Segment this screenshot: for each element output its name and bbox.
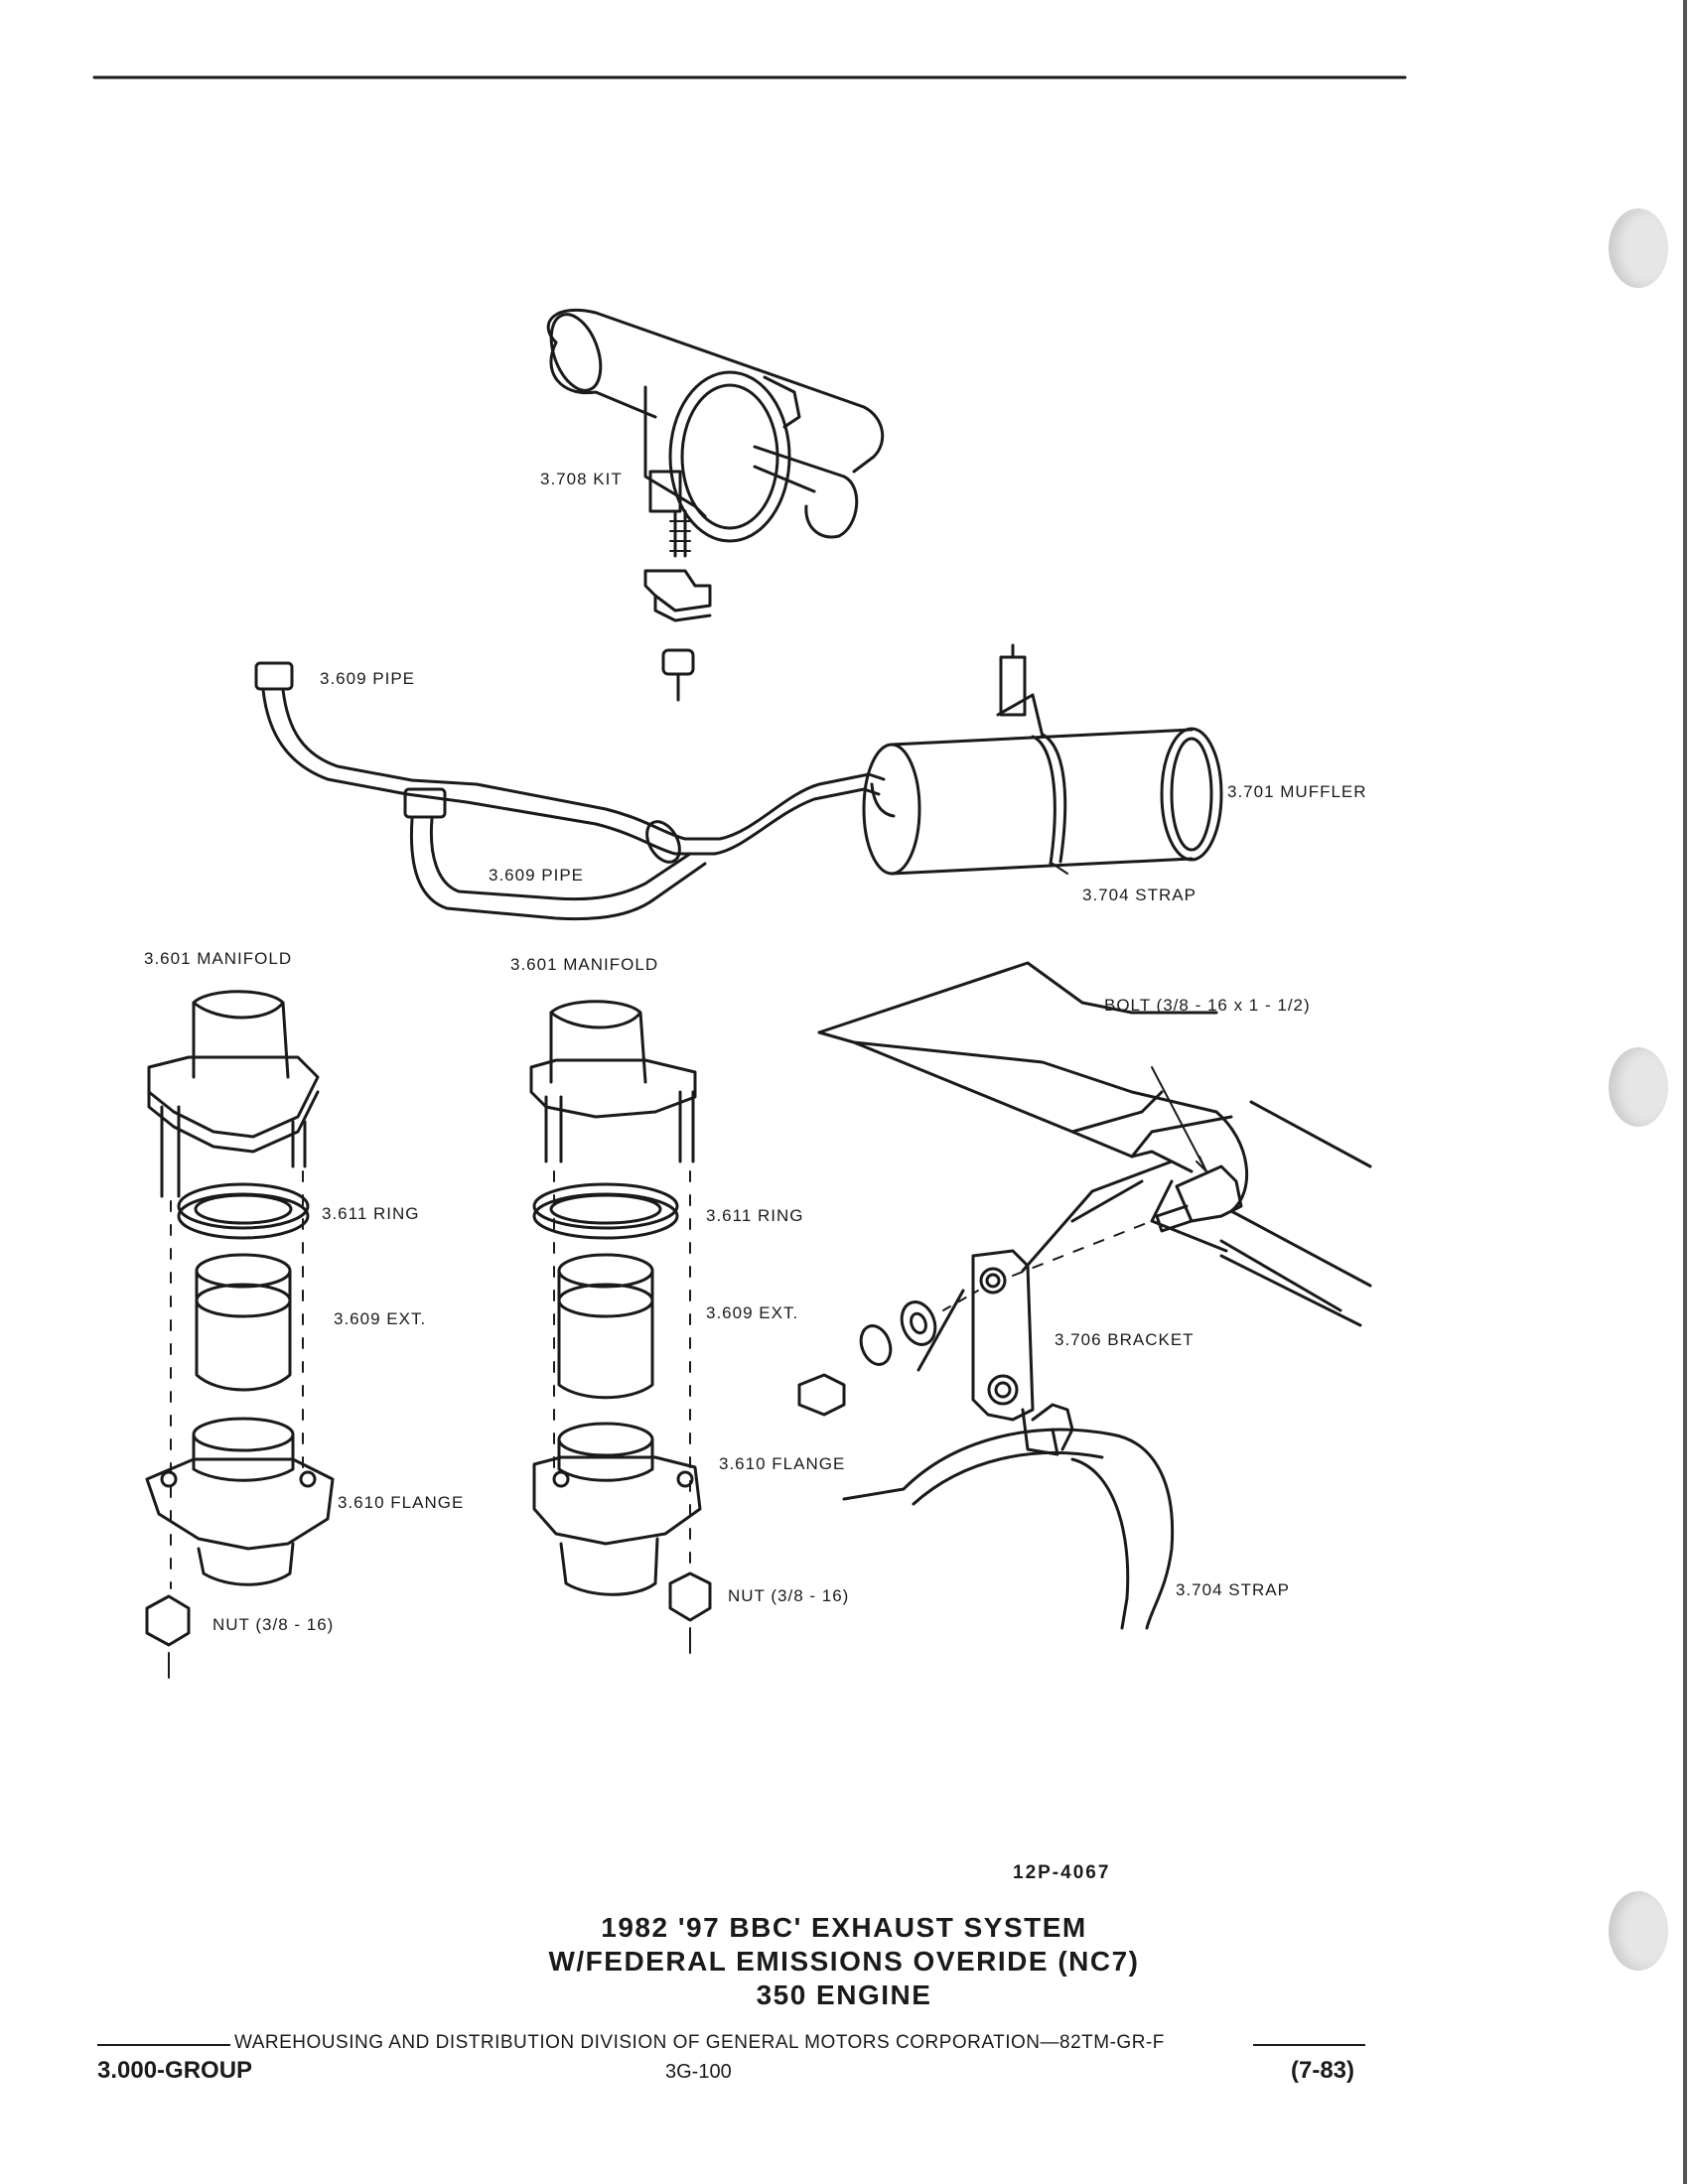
label-nut-left: NUT (3/8 - 16) [212, 1615, 335, 1634]
label-flange-left: 3.610 FLANGE [338, 1493, 465, 1512]
label-bolt: BOLT (3/8 - 16 x 1 - 1/2) [1104, 996, 1311, 1015]
binder-hole-middle [1609, 1047, 1668, 1127]
binder-hole-top [1609, 208, 1668, 288]
footer-page-number: 3G-100 [665, 2061, 732, 2083]
label-ring-left: 3.611 RING [322, 1204, 420, 1223]
label-bracket: 3.706 BRACKET [1055, 1330, 1195, 1349]
center-manifold-assembly-drawing [529, 1000, 712, 1654]
title-line-3: 350 ENGINE [756, 1979, 932, 2010]
left-manifold-assembly-drawing [145, 990, 335, 1679]
label-muffler: 3.701 MUFFLER [1227, 782, 1367, 801]
label-ext-center: 3.609 EXT. [706, 1303, 799, 1322]
label-manifold-left: 3.601 MANIFOLD [144, 949, 293, 968]
label-manifold-center: 3.601 MANIFOLD [510, 955, 659, 974]
binder-hole-bottom [1609, 1891, 1668, 1971]
leader-lines [1052, 863, 1068, 875]
label-flange-center: 3.610 FLANGE [719, 1454, 846, 1473]
bracket-frame-drawing [797, 961, 1372, 1630]
label-pipe-lower: 3.609 PIPE [489, 866, 585, 885]
title-line-2: W/FEDERAL EMISSIONS OVERIDE (NC7) [548, 1946, 1140, 1977]
label-strap-lower: 3.704 STRAP [1176, 1580, 1290, 1599]
exhaust-pipes-drawing [254, 661, 886, 921]
figure-number: 12P-4067 [1013, 1862, 1111, 1883]
footer-publisher-line: WAREHOUSING AND DISTRIBUTION DIVISION OF… [234, 2032, 1165, 2053]
kit-clamp-drawing [546, 308, 885, 702]
label-kit: 3.708 KIT [540, 470, 623, 488]
label-pipe-upper: 3.609 PIPE [320, 669, 416, 688]
footer-date: (7-83) [1291, 2057, 1355, 2084]
muffler-drawing [862, 643, 1223, 876]
label-nut-center: NUT (3/8 - 16) [728, 1586, 850, 1605]
label-ext-left: 3.609 EXT. [334, 1309, 427, 1328]
label-strap-upper: 3.704 STRAP [1082, 886, 1197, 904]
label-ring-center: 3.611 RING [706, 1206, 804, 1225]
title-line-1: 1982 '97 BBC' EXHAUST SYSTEM [601, 1912, 1087, 1943]
footer-group: 3.000-GROUP [97, 2057, 253, 2084]
